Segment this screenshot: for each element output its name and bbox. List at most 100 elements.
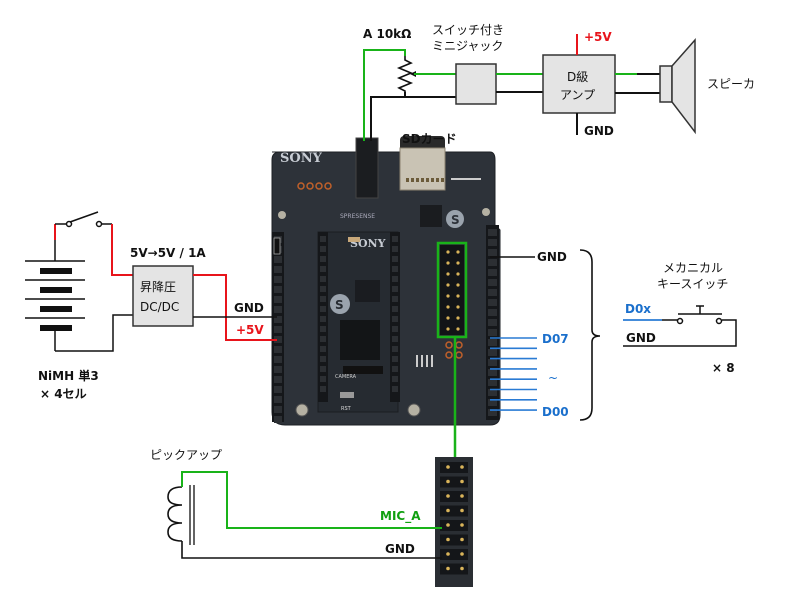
header-pin <box>446 552 450 556</box>
resistor <box>469 178 481 180</box>
header-pin <box>460 566 464 571</box>
header-pin <box>488 389 497 396</box>
amp-gnd-label: GND <box>584 124 614 138</box>
keyswitch-label-1: メカニカル <box>663 261 723 275</box>
sub-pin <box>320 236 326 242</box>
header-pin <box>446 261 450 265</box>
header-pin <box>456 261 460 265</box>
header-pin <box>446 479 450 484</box>
pad <box>445 351 453 359</box>
sub-pin <box>392 366 398 372</box>
sub-pin <box>392 256 398 262</box>
header-pin <box>456 294 460 298</box>
svg-text:RST: RST <box>341 406 352 412</box>
sub-pin <box>392 386 398 392</box>
sd-pin <box>411 178 414 182</box>
sub-pin <box>320 256 326 262</box>
speaker-icon <box>659 38 696 135</box>
header-pin <box>488 339 497 346</box>
sub-pin <box>392 336 398 342</box>
sub-pin <box>392 346 398 352</box>
ext-header-row <box>440 505 468 517</box>
header-pin <box>274 336 282 343</box>
header-pin <box>488 299 497 306</box>
header-pin <box>488 319 497 326</box>
resistor <box>431 355 433 367</box>
header-pin <box>488 309 497 316</box>
sub-pin <box>320 266 326 272</box>
sub-pin <box>320 296 326 302</box>
battery-label-2: × 4セル <box>40 387 87 401</box>
header-pin <box>446 508 450 513</box>
dcdc-5v-label: +5V <box>236 323 264 337</box>
keyswitch-signal-label: D0x <box>625 302 651 316</box>
battery-icon <box>25 240 85 351</box>
header-pin <box>456 305 460 309</box>
sub-pin <box>392 316 398 322</box>
sd-card-label: SDカード <box>402 132 457 146</box>
spresense-logo-icon <box>446 210 464 228</box>
sub-pin <box>320 286 326 292</box>
mic-pin-header <box>440 245 464 335</box>
jp-pad <box>297 182 305 190</box>
header-pin <box>456 272 460 276</box>
header-pin <box>446 316 450 320</box>
header-pin <box>274 276 282 283</box>
amp-box <box>542 54 616 114</box>
pickup-gnd-label: GND <box>385 542 415 556</box>
header-pin <box>488 359 497 366</box>
keyswitch-count-label: × 8 <box>712 361 735 375</box>
spresense-soc <box>340 320 380 360</box>
amp-label-2: アンプ <box>560 88 595 102</box>
sub-pin <box>320 356 326 362</box>
sd-pin <box>421 178 424 182</box>
sub-pin <box>320 316 326 322</box>
camera-connector <box>343 366 383 374</box>
ext-header-row <box>440 476 468 488</box>
header-pin <box>488 249 497 256</box>
chip <box>420 205 442 227</box>
resistor <box>426 355 428 367</box>
header-pin <box>274 306 282 313</box>
dcdc-label-1: 昇降圧 <box>140 280 176 294</box>
amp-power-label: +5V <box>584 30 612 44</box>
header-pin <box>446 250 450 254</box>
header-pin <box>274 266 282 273</box>
header-pin <box>460 537 464 542</box>
header-pin <box>274 286 282 293</box>
sd-pin <box>406 178 409 182</box>
battery-label-1: NiMH 単3 <box>38 368 99 383</box>
header-pin <box>446 494 450 498</box>
pickup-label: ピックアップ <box>150 448 222 462</box>
sub-pin <box>320 306 326 312</box>
header-pin <box>274 356 282 363</box>
sub-pin <box>392 236 398 242</box>
header-pin <box>274 386 282 393</box>
d00-label: D00 <box>542 405 569 419</box>
jp-pad <box>324 182 332 190</box>
brace <box>579 249 601 421</box>
sub-pin <box>320 386 326 392</box>
header-pin <box>446 465 450 469</box>
digital-wires <box>490 337 537 411</box>
ext-header-row <box>440 549 468 560</box>
header-pin <box>446 283 450 287</box>
amp-label-1: D級 <box>567 70 588 84</box>
sub-pin <box>392 306 398 312</box>
dcdc-label-2: DC/DC <box>140 300 179 314</box>
header-pin <box>460 479 464 484</box>
header-pin <box>274 366 282 373</box>
dcdc-converter-box <box>132 265 194 327</box>
header-pin <box>274 416 282 423</box>
ext-header-row <box>440 563 468 575</box>
header-pin <box>456 316 460 320</box>
header-pin <box>488 349 497 356</box>
header-pin <box>488 379 497 386</box>
sub-pin <box>392 326 398 332</box>
header-pin <box>274 256 282 263</box>
header-pin <box>446 294 450 298</box>
header-pin <box>488 229 497 236</box>
svg-text:S: S <box>335 298 344 312</box>
header-pin <box>456 327 460 331</box>
header-pin <box>460 508 464 513</box>
